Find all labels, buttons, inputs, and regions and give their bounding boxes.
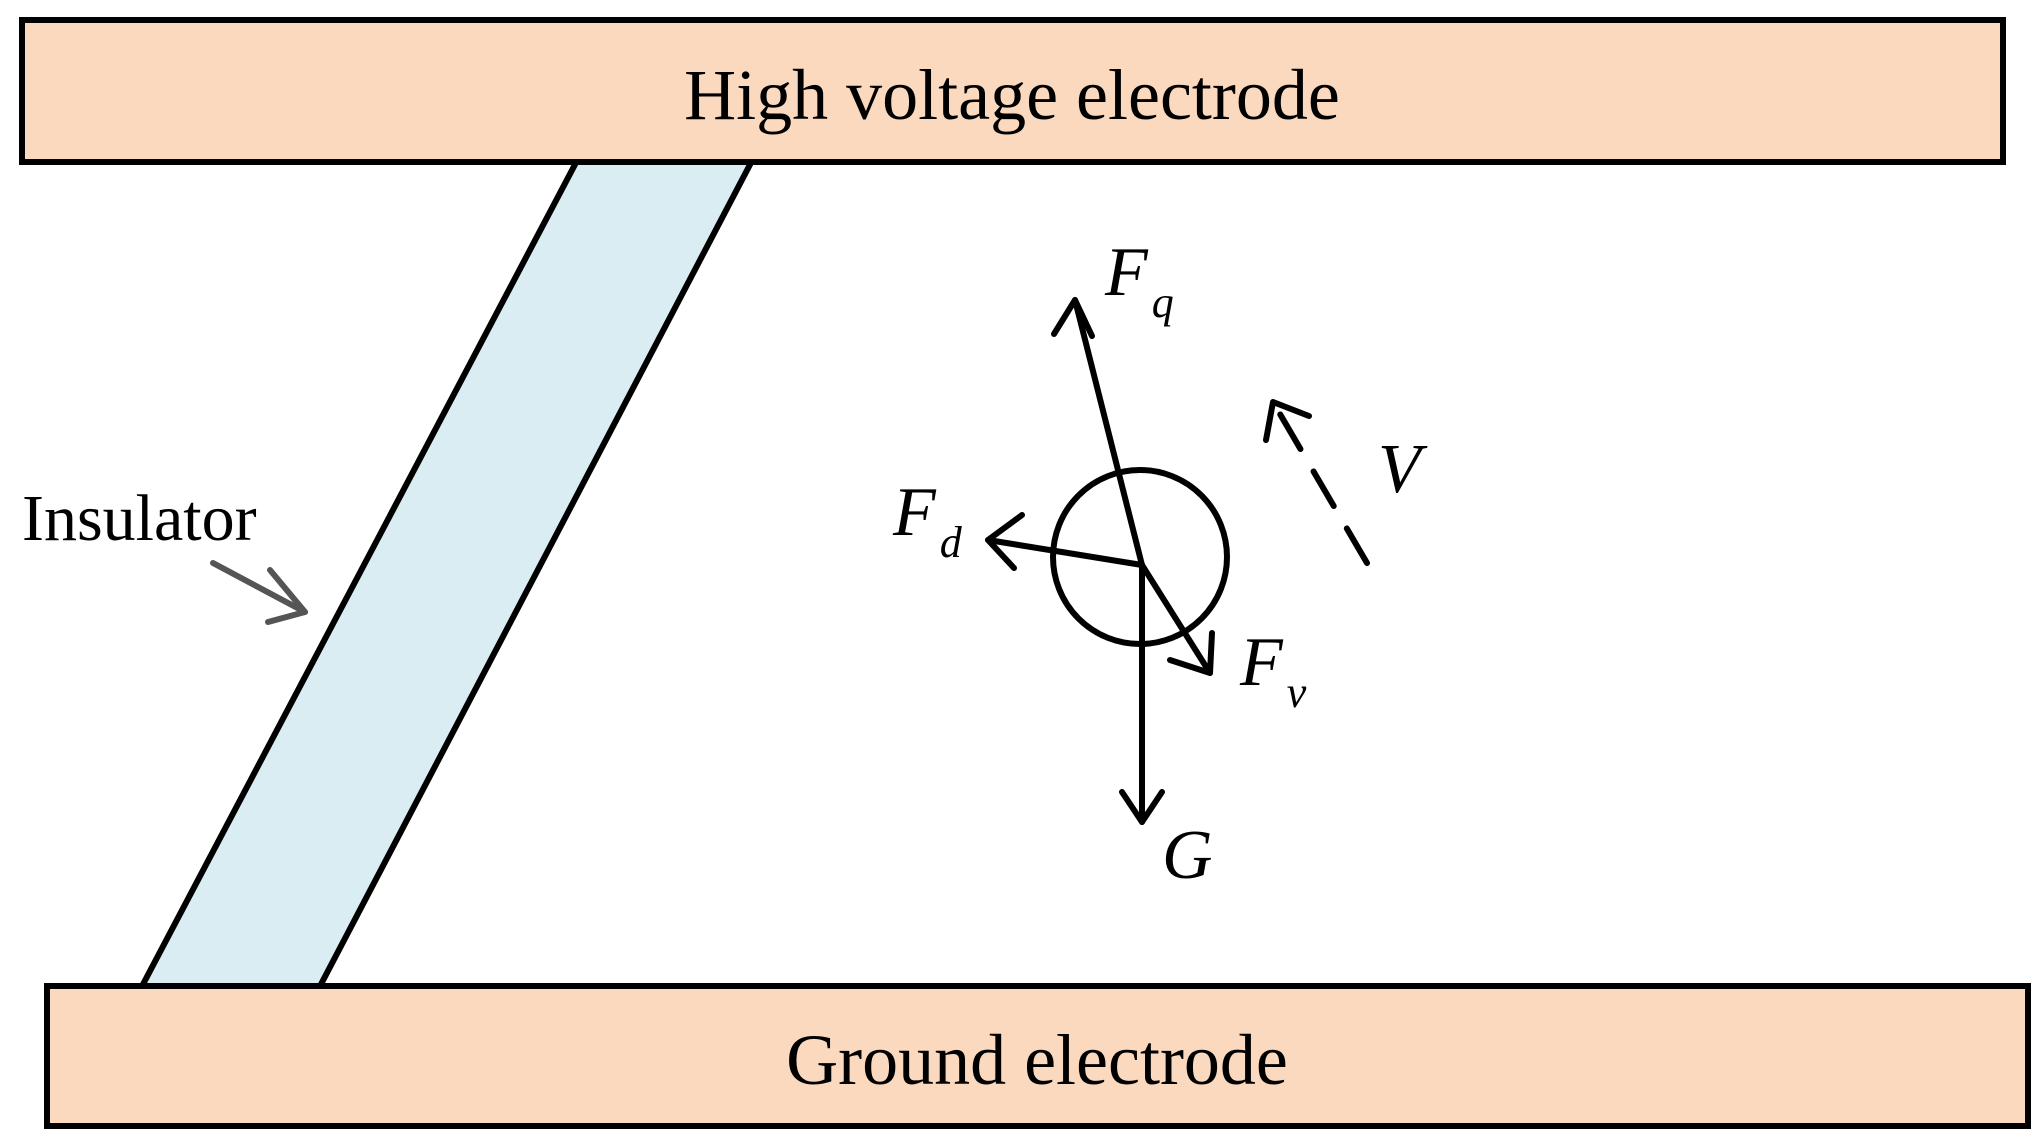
fd-label: Fd (892, 474, 963, 567)
insulator-pointer-arrow (210, 560, 308, 625)
fv-subscript: v (1287, 668, 1307, 717)
fv-arrow (1139, 562, 1215, 676)
ground-electrode: Ground electrode (44, 983, 2031, 1129)
high-voltage-electrode: High voltage electrode (19, 17, 2006, 165)
velocity-arrow (1263, 399, 1370, 566)
fq-label: Fq (1104, 234, 1174, 327)
fq-subscript: q (1152, 278, 1174, 327)
fv-label: Fv (1239, 624, 1307, 717)
g-label: G (1162, 817, 1213, 894)
ground-electrode-label: Ground electrode (786, 1020, 1288, 1100)
fd-symbol: F (892, 474, 937, 551)
fv-symbol: F (1239, 624, 1284, 701)
fd-arrow (985, 512, 1145, 571)
velocity-label: V (1378, 431, 1428, 508)
fq-symbol: F (1104, 234, 1149, 311)
insulator-label: Insulator (22, 482, 257, 555)
fd-subscript: d (940, 518, 963, 567)
fq-arrow (1051, 297, 1145, 568)
g-arrow (1119, 562, 1165, 825)
high-voltage-electrode-label: High voltage electrode (684, 55, 1340, 135)
